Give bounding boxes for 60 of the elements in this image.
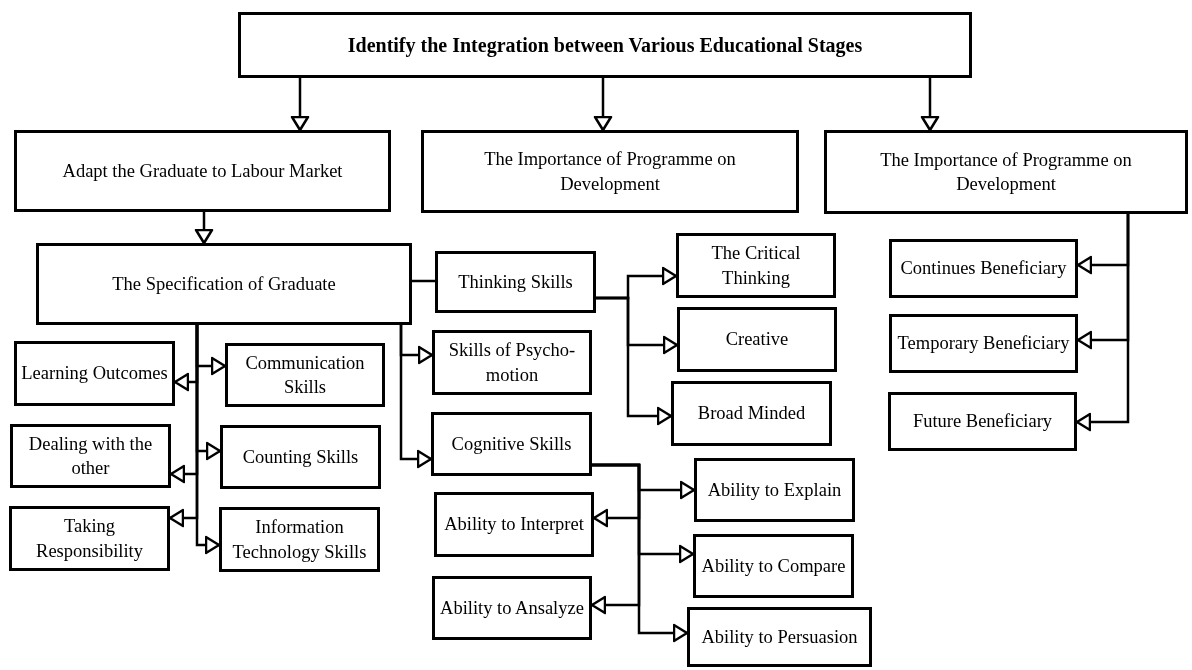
arrow: [399, 325, 433, 469]
topic-label: Skills of Psycho-motion: [447, 339, 577, 387]
topic-box: [14, 130, 391, 212]
topic-box: [432, 330, 592, 395]
topic-label: Ability to Ansalyze: [440, 596, 584, 620]
title-box: [238, 12, 972, 78]
arrow: [920, 78, 940, 132]
topic-label: Cognitive Skills: [451, 432, 572, 456]
connector-line: [412, 279, 435, 283]
topic-label: Dealing with the other: [27, 432, 154, 480]
arrow: [596, 296, 673, 426]
arrow: [194, 212, 214, 245]
topic-box: [421, 130, 799, 213]
topic-label: The Specification of Graduate: [112, 272, 336, 296]
topic-box: [693, 534, 854, 598]
topic-box: [10, 424, 171, 488]
topic-label: Information Technology Skills: [231, 516, 368, 564]
topic-box: [889, 314, 1078, 373]
topic-box: [888, 392, 1077, 451]
arrow: [1075, 214, 1130, 432]
topic-box: [14, 341, 175, 406]
topic-label: Temporary Beneficiary: [897, 332, 1070, 356]
topic-label: Future Beneficiary: [912, 410, 1053, 434]
topic-box: [671, 381, 832, 446]
topic-box: [677, 307, 837, 372]
topic-box: [432, 576, 592, 640]
topic-label: Counting Skills: [242, 445, 359, 469]
topic-box: [687, 607, 872, 667]
topic-label: Ability to Persuasion: [701, 625, 858, 649]
topic-box: [434, 492, 594, 557]
topic-label: Ability to Compare: [701, 554, 846, 578]
topic-box: [889, 239, 1078, 298]
topic-box: [431, 412, 592, 476]
topic-label: Broad Minded: [697, 402, 806, 426]
topic-label: The Importance of Programme on Development: [483, 148, 737, 196]
topic-box: [225, 343, 385, 407]
topic-box: [219, 507, 380, 572]
topic-label: Ability to Explain: [707, 478, 842, 502]
topic-label: The Importance of Programme on Development: [879, 148, 1133, 196]
topic-label: Ability to Interpret: [444, 513, 584, 537]
topic-box: [676, 233, 836, 298]
topic-box: [9, 506, 170, 571]
topic-label: Taking Responsibility: [35, 515, 144, 563]
arrow: [195, 325, 221, 555]
topic-label: Learning Outcomes: [21, 362, 168, 386]
topic-label: Thinking Skills: [458, 270, 573, 294]
topic-label: Adapt the Graduate to Labour Market: [62, 159, 343, 183]
topic-label: Continues Beneficiary: [900, 257, 1067, 281]
topic-box: [435, 251, 596, 313]
topic-label: The Critical Thinking: [710, 242, 802, 290]
arrow: [593, 78, 613, 132]
topic-box: [824, 130, 1188, 214]
topic-box: [36, 243, 412, 325]
arrow: [592, 463, 689, 643]
arrow: [290, 78, 310, 132]
topic-label: Communication Skills: [244, 351, 366, 399]
topic-box: [220, 425, 381, 489]
topic-label: Creative: [725, 328, 789, 352]
topic-box: [694, 458, 855, 522]
title-text: Identify the Integration between Various Educational Stages: [347, 33, 863, 58]
